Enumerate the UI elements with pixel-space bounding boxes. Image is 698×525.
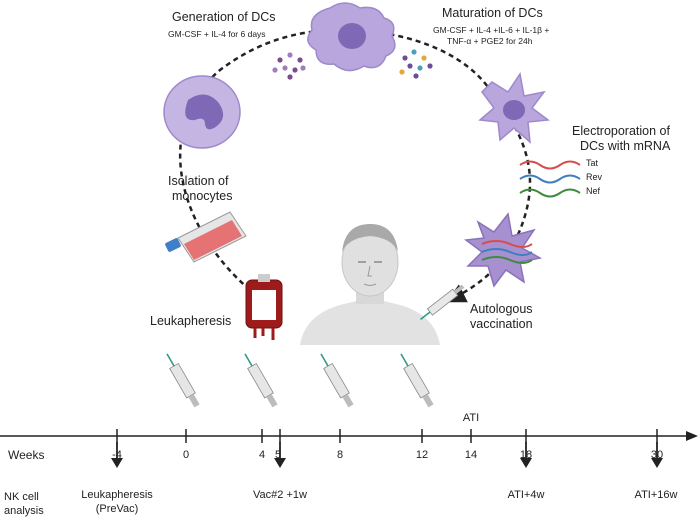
week-tick-label: 14 (464, 449, 478, 461)
mrna-label-nef: Nef (586, 186, 601, 196)
isolation-title-line-2: monocytes (172, 189, 233, 203)
sample-vac2-plus-1w: Vac#2 +1w (253, 489, 307, 501)
week-tick-label: 12 (415, 449, 429, 461)
electroporation-title-line-1: Electroporation of (572, 124, 670, 138)
timeline-syringe-week-0 (166, 353, 200, 408)
immature-dendritic-cell-icon (307, 2, 396, 72)
sample-ati-plus-4w: ATI+4w (507, 489, 545, 501)
week-tick-label: 30 (650, 449, 664, 461)
nk-analysis-label-line-2: analysis (4, 505, 44, 517)
maturation-title: Maturation of DCs (442, 6, 543, 20)
electroporated-dendritic-cell-icon (464, 212, 543, 288)
patient-figure-icon (300, 224, 440, 345)
ati-label: ATI (462, 412, 480, 424)
week-tick-label: -4 (112, 449, 122, 461)
week-tick-label: 5 (274, 449, 282, 461)
week-tick-label: 18 (519, 449, 533, 461)
sample-prevac: (PreVac) (95, 503, 139, 515)
electroporation-title-line-2: DCs with mRNA (580, 139, 671, 153)
culture-flask-icon (165, 211, 247, 263)
vaccination-syringe-icon (420, 284, 465, 321)
generation-detail: GM-CSF + IL-4 for 6 days (168, 29, 266, 39)
sampling-arrows (111, 442, 663, 468)
timeline-syringe-week-4 (244, 353, 278, 408)
isolation-title-line-1: Isolation of (168, 174, 229, 188)
weeks-row-label: Weeks (8, 448, 45, 462)
vaccination-title-line-1: Autologous (470, 302, 533, 316)
maturation-detail-line-1: GM-CSF + IL-4 +IL-6 + IL-1β + (433, 25, 550, 35)
timeline-syringe-week-12 (400, 353, 434, 408)
timeline-syringe-week-8 (320, 353, 354, 408)
sample-leukapheresis: Leukapheresis (81, 489, 153, 501)
sample-ati-plus-16w: ATI+16w (634, 489, 678, 501)
mature-dendritic-cell-icon (478, 72, 550, 144)
week-tick-label: 0 (182, 449, 190, 461)
timeline-ticks (116, 429, 658, 443)
leukapheresis-label: Leukapheresis (150, 314, 232, 328)
mrna-label-tat: Tat (586, 158, 599, 168)
timeline-axis-arrowhead (686, 431, 698, 441)
week-tick-label: 4 (258, 449, 266, 461)
week-tick-label: 8 (336, 449, 344, 461)
mrna-strands-icon (519, 160, 581, 198)
cycle-dashed-path (178, 28, 532, 303)
nk-analysis-label-line-1: NK cell (4, 491, 39, 503)
mrna-label-rev: Rev (586, 172, 603, 182)
cytokine-dots-icon (272, 52, 306, 80)
vaccination-title-line-2: vaccination (470, 317, 533, 331)
blood-bag-icon (245, 274, 283, 340)
maturation-cytokines-icon (399, 49, 433, 79)
monocyte-icon (163, 75, 241, 149)
maturation-detail-line-2: TNF-α + PGE2 for 24h (447, 36, 533, 46)
generation-title: Generation of DCs (172, 10, 276, 24)
